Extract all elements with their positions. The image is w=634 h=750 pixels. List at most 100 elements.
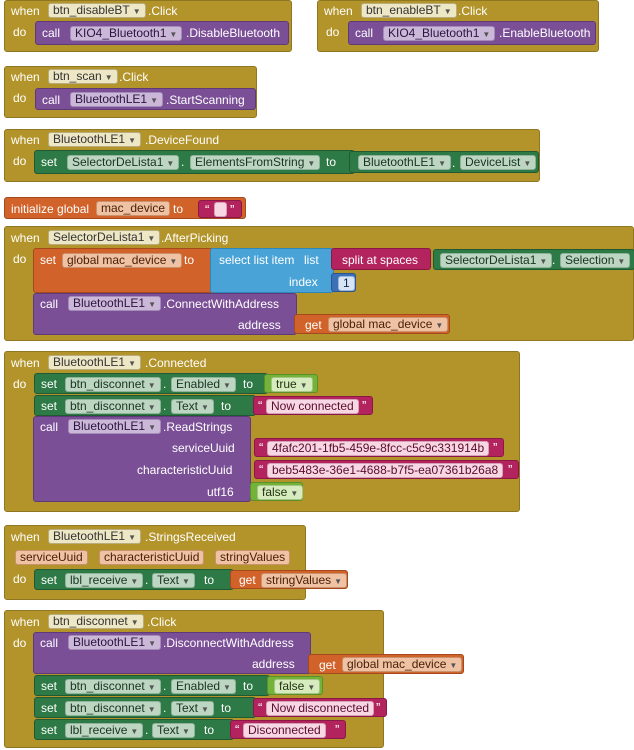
text-string-block[interactable]: “ Now disconnected ” bbox=[253, 698, 387, 717]
component-dropdown[interactable]: btn_disconnet▼ bbox=[65, 377, 161, 392]
quote-close: ” bbox=[362, 398, 367, 413]
text-value-field[interactable]: 4fafc201-1fb5-459e-8fcc-c5c9c331914b bbox=[267, 441, 490, 456]
dropdown-arrow-icon: ▼ bbox=[128, 359, 136, 368]
call-method-block[interactable]: call BluetoothLE1▼ .ConnectWithAddress a… bbox=[33, 293, 297, 335]
text-string-block[interactable]: “ Now connected ” bbox=[253, 396, 373, 415]
dropdown-arrow-icon: ▼ bbox=[150, 96, 158, 105]
get-global-block[interactable]: get global mac_device▼ bbox=[294, 314, 450, 334]
boolean-dropdown[interactable]: true▼ bbox=[271, 377, 313, 392]
to-keyword: to bbox=[221, 701, 232, 715]
event-block-enable-bt[interactable]: when btn_enableBT▼ .Click do call KIO4_B… bbox=[317, 0, 599, 52]
property-dropdown[interactable]: Text▼ bbox=[152, 573, 195, 588]
property-dropdown[interactable]: Text▼ bbox=[152, 723, 195, 738]
text-value-field[interactable]: Disconnected bbox=[243, 723, 326, 738]
set-property-block[interactable]: set btn_disconnet▼ . Text▼ to bbox=[34, 697, 256, 718]
set-property-block[interactable]: set btn_disconnet▼ . Text▼ to bbox=[34, 395, 256, 416]
variable-name-field[interactable]: mac_device bbox=[96, 201, 171, 216]
event-block-strings-received[interactable]: when BluetoothLE1▼ .StringsReceived serv… bbox=[4, 525, 348, 600]
initialize-global-block[interactable]: initialize global mac_device to “ ” bbox=[4, 197, 246, 219]
split-at-spaces-block[interactable]: split at spaces bbox=[331, 248, 431, 270]
quote-open: “ bbox=[259, 440, 264, 455]
text-string-block[interactable]: “ 4fafc201-1fb5-459e-8fcc-c5c9c331914b ” bbox=[254, 438, 504, 457]
property-dropdown[interactable]: Text▼ bbox=[171, 399, 214, 414]
component-dropdown[interactable]: BluetoothLE1▼ bbox=[48, 529, 141, 544]
component-dropdown[interactable]: btn_disconnet▼ bbox=[65, 679, 161, 694]
component-dropdown[interactable]: BluetoothLE1▼ bbox=[48, 132, 141, 147]
get-property-block[interactable]: BluetoothLE1▼ . DeviceList▼ bbox=[349, 151, 539, 173]
set-property-block[interactable]: set SelectorDeLista1▼ . ElementsFromStri… bbox=[34, 150, 355, 174]
boolean-dropdown[interactable]: false▼ bbox=[257, 485, 304, 500]
text-value-field[interactable] bbox=[214, 202, 227, 217]
event-block-connected[interactable]: when BluetoothLE1▼ .Connected do set btn… bbox=[4, 351, 520, 512]
call-method-block[interactable]: call KIO4_Bluetooth1▼ .EnableBluetooth bbox=[348, 21, 596, 45]
component-dropdown[interactable]: lbl_receive▼ bbox=[65, 573, 144, 588]
get-property-block[interactable]: SelectorDeLista1▼ . Selection▼ bbox=[433, 249, 634, 270]
set-property-block[interactable]: set btn_disconnet▼ . Enabled▼ to bbox=[34, 675, 270, 696]
set-property-block[interactable]: set lbl_receive▼ . Text▼ to bbox=[34, 719, 234, 740]
variable-dropdown[interactable]: stringValues▼ bbox=[261, 573, 348, 588]
component-dropdown[interactable]: btn_disableBT▼ bbox=[48, 3, 146, 18]
component-dropdown[interactable]: btn_disconnet▼ bbox=[65, 399, 161, 414]
property-dropdown[interactable]: Selection▼ bbox=[560, 253, 631, 268]
number-block[interactable]: 1 bbox=[331, 273, 356, 292]
call-method-block[interactable]: call BluetoothLE1▼ .DisconnectWithAddres… bbox=[33, 632, 311, 674]
dropdown-arrow-icon: ▼ bbox=[148, 423, 156, 432]
boolean-block[interactable]: false▼ bbox=[267, 676, 323, 695]
property-dropdown[interactable]: Enabled▼ bbox=[171, 377, 236, 392]
component-dropdown[interactable]: lbl_receive▼ bbox=[65, 723, 144, 738]
event-block-device-found[interactable]: when BluetoothLE1▼ .DeviceFound do set S… bbox=[4, 129, 540, 182]
property-dropdown[interactable]: DeviceList▼ bbox=[460, 155, 537, 170]
set-keyword: set bbox=[41, 155, 58, 169]
text-string-block[interactable]: “ Disconnected ” bbox=[230, 720, 346, 739]
event-parameter[interactable]: stringValues bbox=[215, 550, 291, 565]
variable-dropdown[interactable]: global mac_device▼ bbox=[342, 657, 463, 672]
component-dropdown[interactable]: btn_disconnet▼ bbox=[48, 614, 144, 629]
event-parameter[interactable]: characteristicUuid bbox=[99, 550, 205, 565]
component-dropdown[interactable]: SelectorDeLista1▼ bbox=[440, 253, 553, 268]
boolean-dropdown[interactable]: false▼ bbox=[274, 679, 321, 694]
component-dropdown[interactable]: KIO4_Bluetooth1▼ bbox=[70, 26, 183, 41]
call-method-block[interactable]: call BluetoothLE1▼ .StartScanning bbox=[35, 88, 256, 110]
component-dropdown[interactable]: BluetoothLE1▼ bbox=[68, 296, 161, 311]
component-dropdown[interactable]: BluetoothLE1▼ bbox=[358, 155, 451, 170]
get-variable-block[interactable]: get stringValues▼ bbox=[230, 570, 348, 589]
text-string-block[interactable]: “ ” bbox=[198, 200, 242, 218]
property-dropdown[interactable]: ElementsFromString▼ bbox=[190, 155, 321, 170]
variable-name: global mac_device bbox=[333, 317, 433, 331]
text-value-field[interactable]: Now connected bbox=[266, 399, 359, 414]
property-dropdown[interactable]: Text▼ bbox=[171, 701, 214, 716]
component-dropdown[interactable]: KIO4_Bluetooth1▼ bbox=[383, 26, 496, 41]
number-field[interactable]: 1 bbox=[338, 276, 355, 291]
event-block-disable-bt[interactable]: when btn_disableBT▼ .Click do call KIO4_… bbox=[4, 0, 292, 52]
event-parameter[interactable]: serviceUuid bbox=[15, 550, 88, 565]
set-property-block[interactable]: set btn_disconnet▼ . Enabled▼ to bbox=[34, 373, 268, 394]
event-block-scan[interactable]: when btn_scan▼ .Click do call BluetoothL… bbox=[4, 66, 257, 118]
call-method-block[interactable]: call KIO4_Bluetooth1▼ .DisableBluetooth bbox=[35, 21, 289, 45]
boolean-block[interactable]: false▼ bbox=[250, 482, 304, 501]
component-dropdown[interactable]: BluetoothLE1▼ bbox=[68, 419, 161, 434]
set-keyword: set bbox=[40, 253, 57, 267]
component-dropdown[interactable]: BluetoothLE1▼ bbox=[68, 635, 161, 650]
component-dropdown[interactable]: btn_disconnet▼ bbox=[65, 701, 161, 716]
select-list-item-block[interactable]: select list item list index bbox=[210, 248, 334, 293]
call-method-block[interactable]: call BluetoothLE1▼ .ReadStrings serviceU… bbox=[33, 416, 251, 502]
variable-dropdown[interactable]: global mac_device▼ bbox=[62, 253, 183, 268]
boolean-block[interactable]: true▼ bbox=[264, 374, 318, 393]
component-dropdown[interactable]: btn_scan▼ bbox=[48, 69, 118, 84]
variable-dropdown[interactable]: global mac_device▼ bbox=[328, 317, 449, 332]
component-dropdown[interactable]: BluetoothLE1▼ bbox=[48, 355, 141, 370]
event-block-after-picking[interactable]: when SelectorDeLista1▼ .AfterPicking do … bbox=[4, 226, 634, 341]
event-block-disconnect[interactable]: when btn_disconnet▼ .Click do call Bluet… bbox=[4, 610, 464, 748]
component-dropdown[interactable]: SelectorDeLista1▼ bbox=[48, 230, 161, 245]
text-value-field[interactable]: beb5483e-36e1-4688-b7f5-ea07361b26a8 bbox=[267, 463, 504, 478]
set-property-block[interactable]: set lbl_receive▼ . Text▼ to bbox=[34, 569, 234, 590]
component-dropdown[interactable]: BluetoothLE1▼ bbox=[70, 92, 163, 107]
get-global-block[interactable]: get global mac_device▼ bbox=[308, 654, 464, 674]
property-dropdown[interactable]: Enabled▼ bbox=[171, 679, 236, 694]
component-dropdown[interactable]: btn_enableBT▼ bbox=[361, 3, 457, 18]
set-global-block[interactable]: set global mac_device▼ to bbox=[33, 248, 213, 293]
text-value-field[interactable]: Now disconnected bbox=[266, 701, 375, 716]
dropdown-arrow-icon: ▼ bbox=[148, 639, 156, 648]
text-string-block[interactable]: “ beb5483e-36e1-4688-b7f5-ea07361b26a8 ” bbox=[254, 460, 519, 479]
component-dropdown[interactable]: SelectorDeLista1▼ bbox=[67, 155, 180, 170]
